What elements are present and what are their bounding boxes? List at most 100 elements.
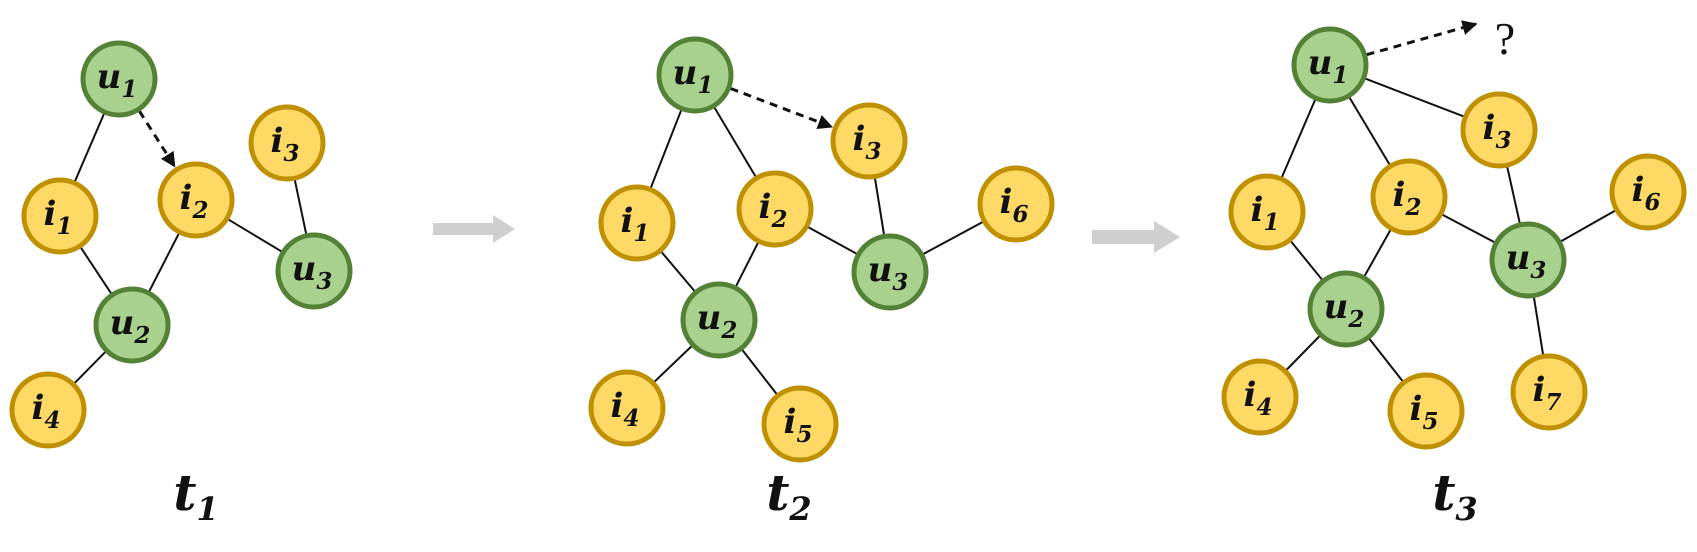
node-label-u1: u1 [97, 57, 138, 103]
item-circle [1609, 153, 1687, 231]
item-circle [830, 102, 908, 180]
item-circle [21, 177, 99, 255]
time-label-t2-letter: t [766, 463, 789, 522]
time-label-t1-subscript: 1 [196, 490, 218, 528]
node-label-i1-letter: i [44, 194, 57, 234]
node-label-i3-subscript: 3 [283, 140, 299, 167]
edge-u2-i4 [1284, 334, 1322, 372]
node-label-u3-subscript: 3 [316, 268, 332, 295]
node-label-i5-letter: i [1410, 389, 1423, 429]
user-circle [80, 40, 158, 118]
edge-u1-i1 [73, 111, 106, 184]
node-label-i6-letter: i [1000, 182, 1013, 222]
node-label-u3-subscript: 3 [1530, 257, 1546, 284]
item-circle [736, 170, 814, 248]
node-label-u2-subscript: 2 [133, 322, 150, 349]
edge-i3-u3 [293, 178, 308, 236]
node-label-u2-letter: u [697, 298, 722, 338]
predicted-interaction-arrow [729, 87, 834, 130]
node-label-i3: i3 [271, 121, 300, 167]
user-circle [680, 281, 758, 359]
node-label-i5-subscript: 5 [796, 421, 812, 448]
node-label-u2-subscript: 2 [720, 317, 737, 344]
time-label-t1: t1 [173, 463, 218, 528]
item-circle [1510, 353, 1588, 431]
user-node-u1: u1 [656, 36, 734, 114]
item-node-i1: i1 [1228, 173, 1306, 251]
node-label-i3-letter: i [1483, 108, 1496, 148]
node-label-u1-subscript: 1 [697, 72, 713, 99]
edge-i2-u2 [1362, 227, 1393, 279]
item-node-i7: i7 [1510, 353, 1588, 431]
node-label-i1-letter: i [621, 201, 634, 241]
edge-i2-u2 [734, 240, 760, 289]
node-label-u1-letter: u [1308, 43, 1333, 83]
node-label-i4: i4 [32, 388, 61, 434]
edge-i3-u3 [873, 176, 886, 237]
node-label-u2: u2 [1324, 287, 1365, 333]
item-circle [1387, 372, 1465, 450]
edge-i3-u3 [1505, 164, 1522, 226]
edge-i1-u2 [1288, 239, 1325, 282]
edge-i1-u2 [659, 249, 697, 294]
node-label-i4-letter: i [611, 386, 624, 426]
node-label-u1: u1 [673, 53, 714, 99]
user-circle [1307, 270, 1385, 348]
time-label-t3: t3 [1432, 463, 1477, 528]
node-label-u1-subscript: 1 [1332, 62, 1348, 89]
node-label-i4-letter: i [1244, 375, 1257, 415]
item-node-i5: i5 [1387, 372, 1465, 450]
item-circle [9, 371, 87, 449]
user-circle [851, 233, 929, 311]
item-circle [598, 184, 676, 262]
edge-u2-i5 [740, 347, 779, 397]
node-label-i6: i6 [1632, 170, 1661, 216]
node-label-i7: i7 [1533, 370, 1562, 416]
node-label-u2: u2 [697, 298, 738, 344]
node-label-i1-subscript: 1 [633, 220, 649, 247]
edge-u2-i5 [1367, 336, 1405, 384]
edge-u1-i1 [1280, 97, 1317, 180]
user-circle [93, 286, 171, 364]
edge-i1-u2 [79, 245, 113, 296]
user-circle [656, 36, 734, 114]
node-label-u3: u3 [1506, 238, 1547, 284]
node-label-u3-letter: u [1506, 238, 1531, 278]
node-label-u2-subscript: 2 [1347, 306, 1364, 333]
node-label-u1: u1 [1308, 43, 1349, 89]
node-label-i7-letter: i [1533, 370, 1546, 410]
edge-u2-i4 [72, 349, 108, 386]
node-label-i2: i2 [1393, 175, 1422, 221]
node-label-u3-letter: u [868, 250, 893, 290]
item-node-i2: i2 [157, 161, 235, 239]
node-label-i4-subscript: 4 [1256, 394, 1272, 421]
item-node-i4: i4 [588, 369, 666, 447]
unknown-next-item-mark: ? [1495, 13, 1515, 64]
item-circle [157, 161, 235, 239]
node-label-u1-subscript: 1 [121, 76, 137, 103]
node-label-i1-subscript: 1 [56, 213, 72, 240]
node-label-i2-subscript: 2 [191, 197, 208, 224]
node-label-i2: i2 [180, 178, 209, 224]
node-label-i2-subscript: 2 [770, 206, 787, 233]
node-label-u3-letter: u [292, 249, 317, 289]
edge-u1-i3 [1363, 76, 1466, 119]
item-circle [977, 165, 1055, 243]
time-label-t3-subscript: 3 [1455, 490, 1477, 528]
item-node-i4: i4 [9, 371, 87, 449]
time-progression-arrow-1 [433, 215, 515, 243]
item-circle [248, 104, 326, 182]
edge-u1-i2 [1347, 95, 1392, 167]
predicted-interaction-arrow [1366, 20, 1478, 57]
node-label-i3: i3 [853, 119, 882, 165]
time-label-t1-letter: t [173, 463, 196, 522]
node-label-i7-subscript: 7 [1545, 389, 1561, 416]
node-label-i3-subscript: 3 [865, 138, 881, 165]
node-label-u3: u3 [868, 250, 909, 296]
node-label-i6-letter: i [1632, 170, 1645, 210]
node-label-i5: i5 [784, 402, 813, 448]
node-label-u2-letter: u [1324, 287, 1349, 327]
user-node-u2: u2 [1307, 270, 1385, 348]
